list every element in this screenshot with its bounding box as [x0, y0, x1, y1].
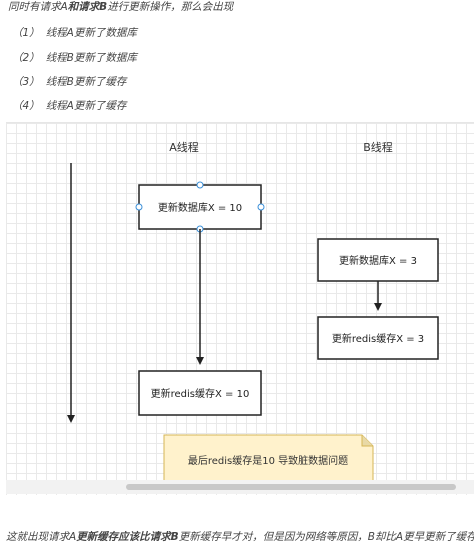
b-update-cache-label: 更新redis缓存X = 3 [332, 332, 424, 345]
scrollbar-thumb[interactable] [126, 484, 456, 490]
a-update-db-node[interactable]: 更新数据库X = 10 [135, 181, 265, 233]
step-3-text: 线程B更新了缓存 [45, 76, 127, 88]
conclusion-bold: 更新缓存应该比请求B [76, 531, 179, 543]
selection-handle-right[interactable] [257, 203, 265, 211]
step-2: （2） 线程B更新了数据库 [12, 51, 137, 65]
step-2-text: 线程B更新了数据库 [45, 52, 137, 64]
step-1-text: 线程A更新了数据库 [45, 27, 137, 39]
step-3-number: （3） [12, 76, 40, 88]
step-1: （1） 线程A更新了数据库 [12, 26, 137, 40]
conclusion-suffix: 更新缓存早才对，但是因为网络等原因，B却比A更早更新了缓存。 [178, 531, 474, 543]
a-update-cache-label: 更新redis缓存X = 10 [151, 387, 250, 400]
intro-bold: 和请求B [67, 1, 108, 13]
step-4-text: 线程A更新了缓存 [45, 100, 127, 112]
dirty-data-note[interactable]: 最后redis缓存是10 导致脏数据问题 [163, 434, 374, 486]
b-update-db-label: 更新数据库X = 3 [339, 254, 417, 267]
step-4-number: （4） [12, 100, 40, 112]
conclusion-text: 这就出现请求A更新缓存应该比请求B更新缓存早才对，但是因为网络等原因，B却比A更… [6, 530, 474, 544]
step-2-number: （2） [12, 52, 40, 64]
horizontal-scrollbar[interactable] [6, 480, 474, 494]
thread-a-label: A线程 [169, 140, 199, 154]
a-update-cache-node[interactable]: 更新redis缓存X = 10 [138, 370, 262, 416]
step-1-number: （1） [12, 27, 40, 39]
intro-text: 同时有请求A和请求B进行更新操作，那么会出现 [8, 0, 233, 14]
selection-handle-left[interactable] [135, 203, 143, 211]
note-text: 最后redis缓存是10 导致脏数据问题 [188, 454, 348, 467]
intro-prefix: 同时有请求A [8, 1, 68, 13]
step-3: （3） 线程B更新了缓存 [12, 75, 126, 89]
a-update-db-label: 更新数据库X = 10 [158, 201, 242, 214]
conclusion-prefix: 这就出现请求A [6, 531, 77, 543]
b-update-db-node[interactable]: 更新数据库X = 3 [317, 238, 439, 282]
diagram-canvas[interactable]: A线程 B线程 更新数据库X = 10 更新redis缓存X = 10 更新数据… [6, 122, 474, 495]
note-fold-corner [361, 435, 373, 447]
selection-handle-top[interactable] [196, 181, 204, 189]
step-4: （4） 线程A更新了缓存 [12, 99, 126, 113]
diagram-svg: A线程 B线程 更新数据库X = 10 更新redis缓存X = 10 更新数据… [67, 140, 439, 486]
intro-suffix: 进行更新操作，那么会出现 [107, 1, 234, 13]
b-update-cache-node[interactable]: 更新redis缓存X = 3 [317, 316, 439, 360]
thread-b-label: B线程 [363, 140, 393, 154]
